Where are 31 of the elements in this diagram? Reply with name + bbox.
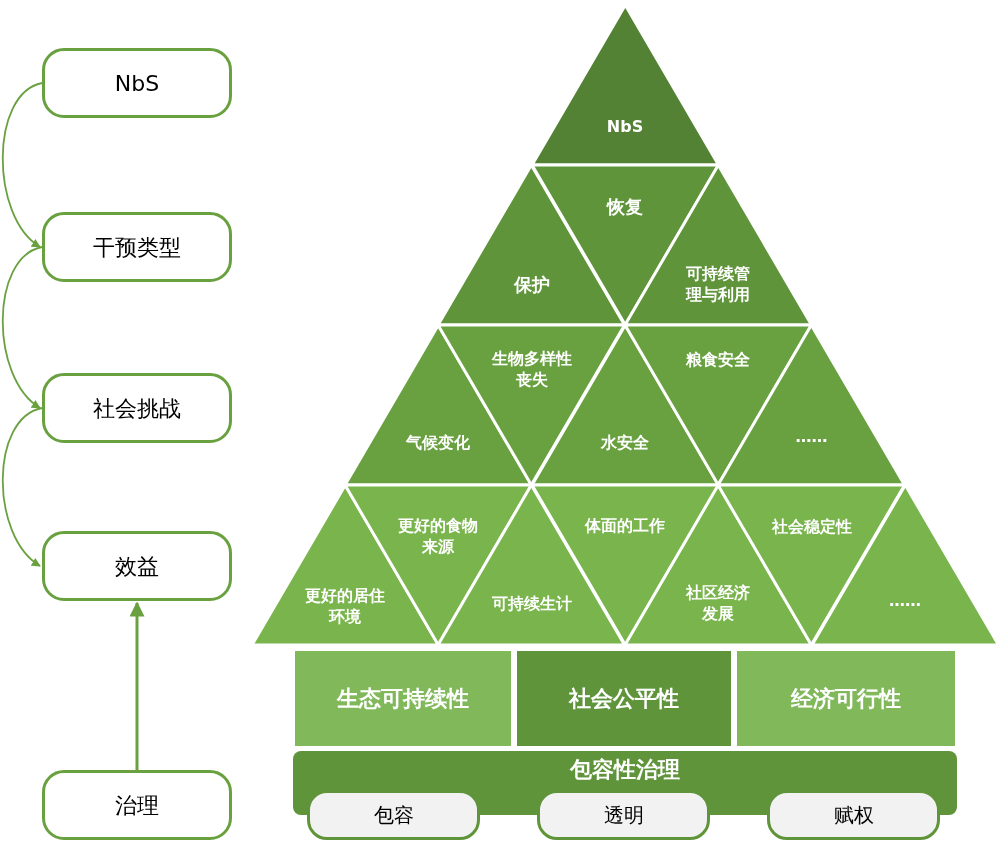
arrow (129, 601, 145, 770)
segment-label: 体面的工作 (583, 515, 666, 537)
segment-label: 社会稳定性 (770, 516, 853, 538)
pillar-block: 经济可行性 (737, 651, 955, 746)
segment-label: 水安全 (600, 432, 650, 454)
pillar-block: 社会公平性 (517, 651, 731, 746)
segment-label: 恢复 (605, 195, 644, 219)
segment-label: 粮食安全 (685, 349, 752, 371)
principle-pill: 赋权 (767, 790, 940, 840)
rounded-box: 效益 (42, 531, 232, 601)
segment-label: 更好的食物来源 (397, 516, 480, 558)
segment-label: 社区经济发展 (685, 583, 752, 625)
arrow (1, 246, 43, 409)
pillar-block: 生态可持续性 (295, 651, 511, 746)
arrow (1, 82, 43, 248)
segment-label: …… (887, 590, 922, 612)
rounded-box: 干预类型 (42, 212, 232, 282)
segment-label: 生物多样性丧失 (490, 349, 573, 391)
segment-label: …… (794, 426, 829, 448)
rounded-box: 社会挑战 (42, 373, 232, 443)
segment-label: 可持续管理与利用 (684, 264, 752, 306)
principle-pill: 透明 (537, 790, 710, 840)
segment-label: 可持续生计 (490, 593, 573, 615)
segment-label: 更好的居住环境 (304, 586, 387, 628)
segment-label: 保护 (512, 273, 551, 297)
rounded-box: NbS (42, 48, 232, 118)
segment-label: 气候变化 (405, 432, 472, 454)
segment-label: NbS (605, 116, 645, 138)
arrow (1, 407, 43, 567)
principle-pill: 包容 (307, 790, 480, 840)
rounded-box: 治理 (42, 770, 232, 840)
